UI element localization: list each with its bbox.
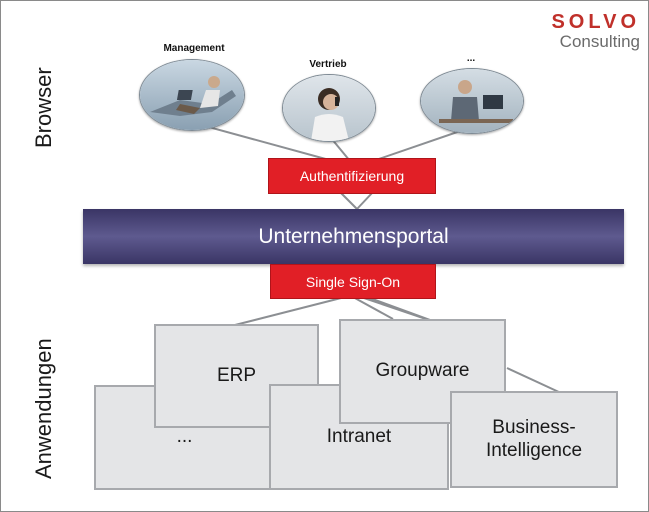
connector-sso-erp: [234, 296, 346, 326]
person-phone-call-icon: [282, 74, 376, 142]
brand-subtitle: Consulting: [559, 32, 640, 51]
brand-logo: SOLVO Consulting: [551, 11, 640, 52]
user-label-management: Management: [163, 43, 225, 54]
person-reclining-laptop-icon: [139, 59, 245, 131]
section-label-anwendungen: Anwendungen: [31, 338, 56, 479]
connector-vertrieb-auth: [330, 137, 351, 162]
user-label-vertrieb: Vertrieb: [309, 59, 347, 70]
connector-misc-user-auth: [372, 127, 470, 162]
connector-sso-groupware: [352, 296, 394, 320]
app-box-business-intelligence: Business- Intelligence: [450, 391, 618, 488]
enterprise-portal-bar: Unternehmensportal: [83, 209, 624, 264]
connector-auth-portal: [339, 191, 358, 210]
authentication-box: Authentifizierung: [268, 158, 436, 194]
section-label-browser: Browser: [31, 67, 56, 148]
user-label-misc: ...: [466, 53, 476, 64]
connector-management-auth: [204, 125, 334, 162]
connector-auth-portal-2: [356, 191, 374, 210]
single-sign-on-box: Single Sign-On: [270, 264, 436, 299]
connector-groupware-bi: [506, 367, 562, 394]
person-desk-laptop-icon: [420, 68, 524, 134]
brand-name: SOLVO: [551, 11, 640, 33]
